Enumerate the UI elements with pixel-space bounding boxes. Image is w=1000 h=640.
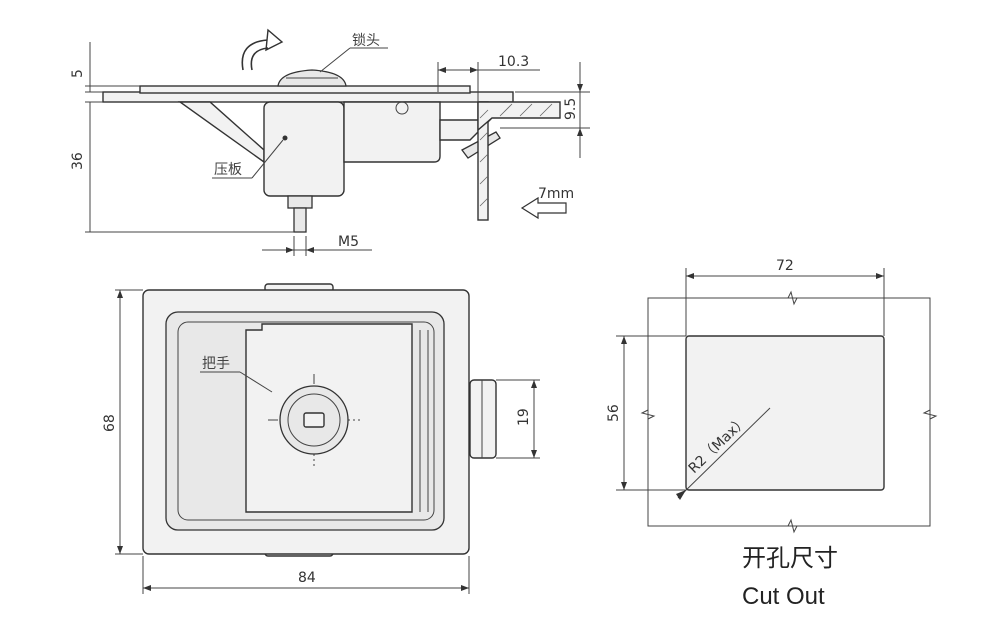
cutout-view: 72 56 R2（Max） 开孔尺寸 Cut Out [606, 258, 938, 610]
break-mark-bottom [787, 518, 798, 534]
cutout-title-cn: 开孔尺寸 [742, 545, 838, 572]
label-press-plate: 压板 [214, 162, 242, 178]
dim-thread: M5 [338, 234, 359, 250]
break-mark-right [922, 409, 938, 420]
cutout-title-en: Cut Out [742, 583, 825, 610]
front-view: 68 84 19 把手 [102, 283, 540, 594]
dim-top-thickness: 5 [70, 69, 86, 78]
dim-front-width: 84 [298, 570, 316, 586]
panel-hatch [479, 103, 553, 207]
rotate-arrow-icon [241, 39, 269, 71]
dim-tongue: 19 [516, 408, 532, 426]
label-handle: 把手 [202, 356, 230, 372]
dim-front-height: 68 [102, 414, 118, 432]
break-mark-top [787, 290, 798, 306]
panel-outline [647, 297, 931, 527]
housing-hole [395, 101, 409, 115]
housing [343, 101, 441, 163]
panel-frame [477, 101, 561, 132]
press-plate-marker [282, 135, 288, 141]
break-mark-left [640, 409, 656, 420]
cutout-hole [685, 335, 885, 491]
latch-tongue-front [469, 379, 497, 459]
panel-arrow-icon [520, 196, 567, 220]
bolt [293, 207, 307, 233]
dim-flange-overhang: 10.3 [498, 54, 529, 70]
dim-cutout-height: 56 [606, 404, 622, 422]
dim-right-offset: 9.5 [563, 98, 579, 120]
dim-cutout-width: 72 [776, 258, 794, 274]
rotate-arrowhead-icon [265, 28, 284, 52]
top-plate-raised [139, 85, 471, 94]
key-slot-icon [303, 412, 325, 428]
diagonal-brace [177, 101, 265, 164]
dim-panel-thickness: 7mm [538, 186, 574, 202]
nut [287, 195, 313, 209]
label-lock-cylinder: 锁头 [352, 33, 380, 49]
side-view: 5 36 10.3 9.5 M5 7mm 锁头 [70, 28, 590, 256]
dim-body-height: 36 [70, 152, 86, 170]
